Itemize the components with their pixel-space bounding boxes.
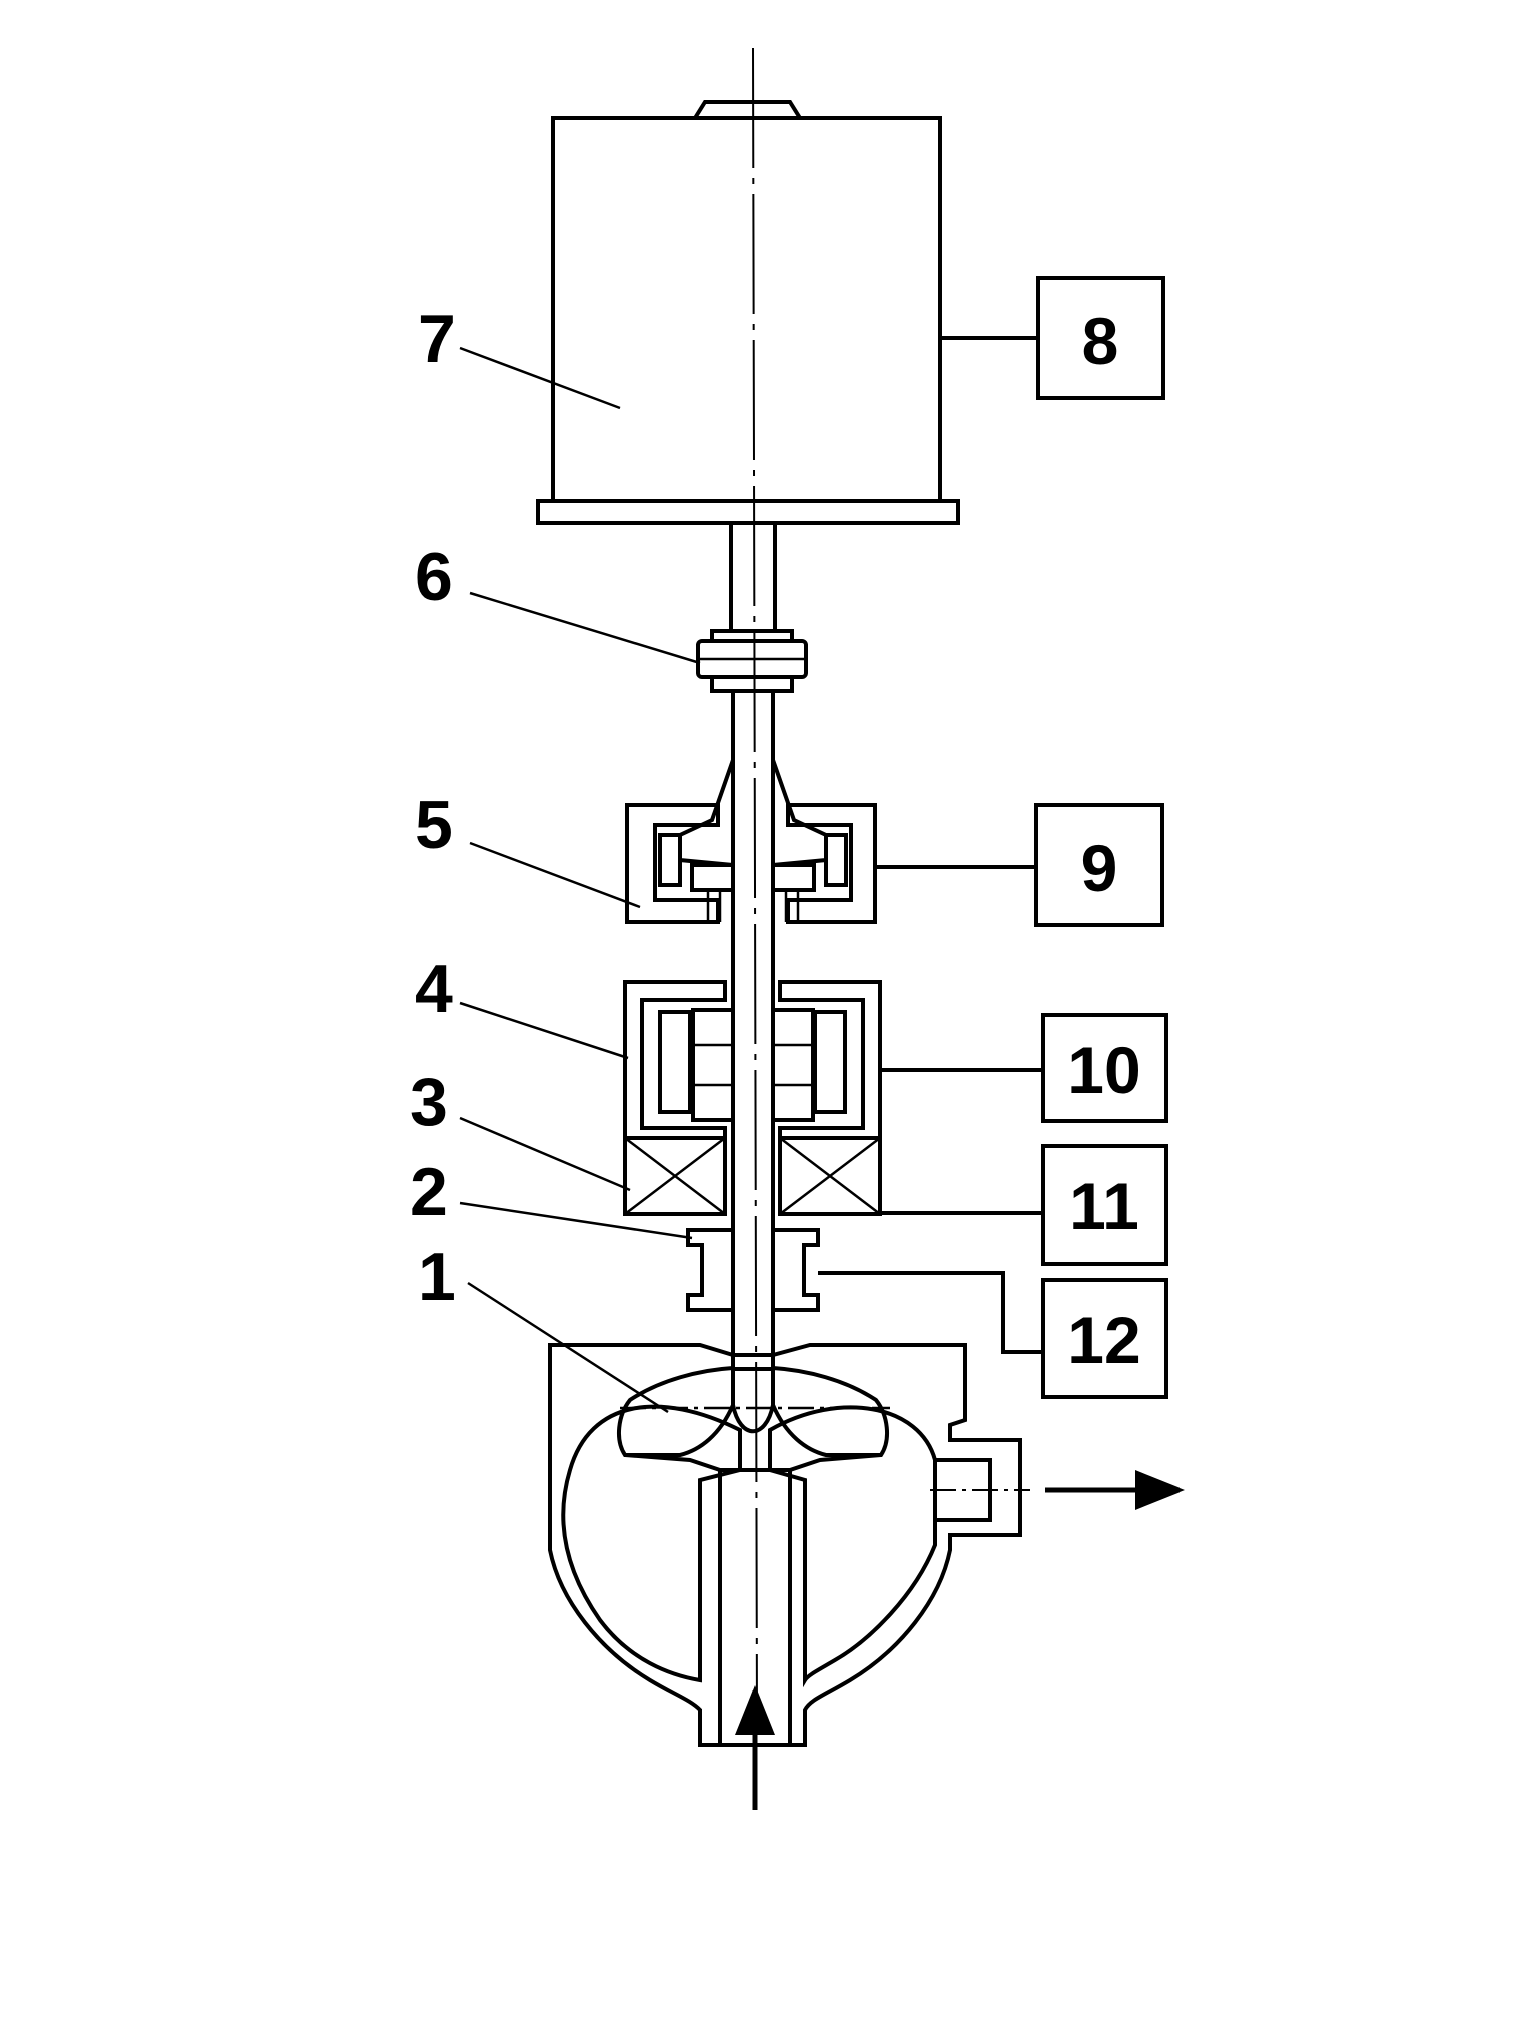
- signal-connections: [818, 336, 1043, 1354]
- pump-casing: [548, 1343, 1022, 1747]
- motor: [536, 100, 960, 525]
- part-label-3: 3: [410, 1064, 448, 1140]
- unit-box-8-label: 8: [1082, 304, 1119, 378]
- unit-box-10: 10: [1041, 1013, 1168, 1123]
- unit-box-12-label: 12: [1067, 1303, 1140, 1377]
- unit-box-12: 12: [1041, 1278, 1168, 1399]
- coupling: [696, 629, 808, 693]
- leader-lines: [459, 346, 701, 1414]
- unit-box-10-label: 10: [1067, 1033, 1140, 1107]
- unit-box-9: 9: [1034, 803, 1164, 927]
- upper-magnetic-bearing: [625, 759, 877, 924]
- unit-box-8: 8: [1036, 276, 1165, 400]
- sensor-ring: [686, 1228, 820, 1312]
- impeller: [617, 1365, 890, 1472]
- coil-assembly: [623, 1136, 882, 1216]
- part-label-6: 6: [415, 539, 453, 615]
- part-label-7: 7: [418, 301, 456, 377]
- main-shaft: [731, 689, 775, 1371]
- unit-box-11-label: 11: [1069, 1169, 1139, 1243]
- part-label-2: 2: [410, 1154, 448, 1230]
- part-label-5: 5: [415, 787, 453, 863]
- part-label-1: 1: [418, 1239, 456, 1315]
- center-axis: [752, 47, 758, 1726]
- unit-box-11: 11: [1041, 1144, 1168, 1266]
- unit-box-9-label: 9: [1081, 831, 1118, 905]
- part-label-4: 4: [415, 951, 453, 1027]
- motor-shaft: [729, 521, 777, 633]
- bearing-housing: [623, 980, 882, 1140]
